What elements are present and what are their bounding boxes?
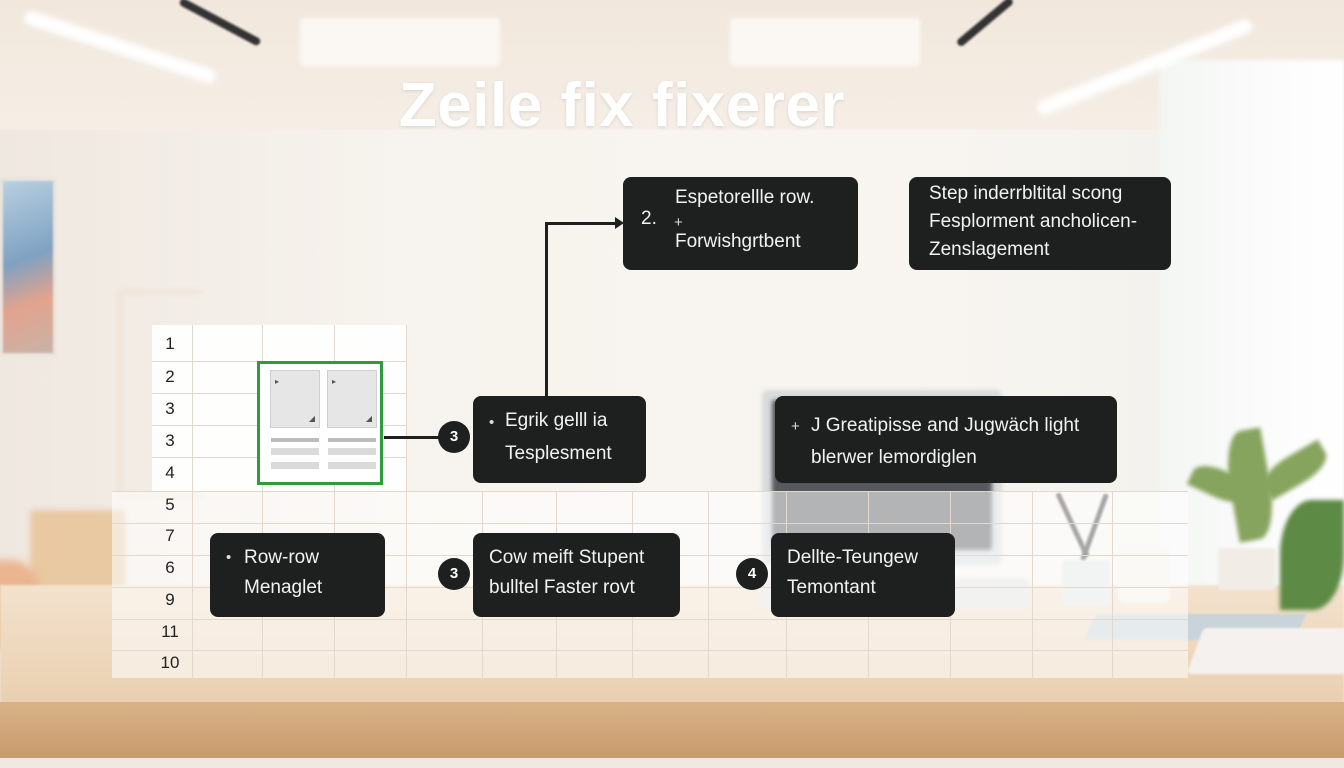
step-badge: 3 (438, 421, 470, 453)
callout-line: Espetorellle row. (675, 187, 815, 208)
callout-line: bulltel Faster rovt (489, 577, 635, 598)
callout-row-management: • Row-row Menaglet (210, 533, 385, 617)
grid-line (708, 491, 709, 678)
grid-line (1112, 491, 1113, 678)
floor (0, 758, 1344, 768)
row-number[interactable]: 11 (161, 622, 179, 641)
bullet-plus: + (674, 214, 683, 231)
preview-thumbnail: ▸ ◢ (270, 370, 320, 428)
callout-line: Tesplesment (505, 443, 612, 464)
row-number[interactable]: 1 (165, 334, 175, 353)
row-number[interactable]: 3 (165, 431, 175, 450)
preview-thumbnail: ▸ ◢ (327, 370, 377, 428)
notebook (1186, 628, 1344, 674)
callout-line: blerwer lemordiglen (811, 447, 977, 468)
callout-step-3: • Egrik gelll ia Tesplesment (473, 396, 646, 483)
page-title: Zeile fix fixerer (0, 70, 1124, 141)
preview-bar (271, 438, 319, 442)
grid-line (406, 325, 407, 678)
callout-line: Cow meift Stupent (489, 547, 645, 568)
callout-line: J Greatipisse and Jugwäch light (811, 415, 1080, 436)
preview-bar (328, 462, 376, 469)
row-number[interactable]: 10 (160, 653, 180, 672)
row-number[interactable]: 7 (165, 526, 175, 545)
callout-step-info: Step inderrbltital scong Fesplorment anc… (909, 177, 1171, 270)
ceiling-panel (300, 18, 500, 66)
connector-line (384, 436, 440, 439)
plant-leaf (1280, 500, 1344, 610)
grid-line (334, 325, 335, 678)
grid-line (192, 325, 193, 678)
arrow-right-icon (615, 217, 624, 229)
callout-line: Egrik gelll ia (505, 410, 608, 431)
row-number[interactable]: 2 (165, 367, 175, 386)
wall-painting (0, 178, 56, 356)
step-number: 2. (641, 208, 657, 229)
row-number[interactable]: 4 (165, 463, 175, 482)
bullet-dot: • (489, 414, 495, 431)
callout-line: Step inderrbltital scong (929, 183, 1123, 204)
preview-bar (328, 448, 376, 455)
row-number[interactable]: 5 (165, 495, 175, 514)
connector-line (545, 222, 617, 225)
grid-line (112, 619, 1188, 620)
step-badge: 4 (736, 558, 768, 590)
grid-line (112, 523, 1188, 524)
plant-pot (1218, 548, 1276, 590)
grid-line (1032, 491, 1033, 678)
row-number[interactable]: 3 (165, 399, 175, 418)
resize-icon: ◢ (365, 414, 372, 423)
callout-line: Fesplorment ancholicen- (929, 211, 1138, 232)
connector-line (545, 222, 548, 398)
callout-line: Zenslagement (929, 239, 1050, 260)
callout-step-4: Dellte-Teungew Temontant (771, 533, 955, 617)
preview-bar (328, 438, 376, 442)
callout-line: Forwishgrtbent (675, 231, 801, 252)
grid-line (112, 650, 1188, 651)
grid-line (262, 325, 263, 678)
step-badge: 3 (438, 558, 470, 590)
callout-highlight: + J Greatipisse and Jugwäch light blerwe… (775, 396, 1117, 483)
callout-step-2: 2. + Espetorellle row. Forwishgrtbent (623, 177, 858, 270)
bullet-dot: • (226, 549, 232, 566)
pointer-icon: ▸ (332, 377, 337, 386)
callout-line: Menaglet (244, 577, 323, 598)
grid-line (112, 491, 1188, 492)
callout-line: Dellte-Teungew (787, 547, 918, 568)
row-number[interactable]: 9 (165, 590, 175, 609)
resize-icon: ◢ (308, 414, 315, 423)
bullet-plus: + (791, 418, 800, 435)
page-title-text: Zeile fix fixerer (398, 71, 846, 140)
selected-cell-range[interactable]: ▸ ◢ ▸ ◢ (257, 361, 383, 485)
callout-line: Temontant (787, 577, 876, 598)
row-number[interactable]: 6 (165, 558, 175, 577)
callout-line: Row-row (244, 547, 319, 568)
ceiling-panel (730, 18, 920, 66)
preview-bar (271, 448, 319, 455)
preview-bar (271, 462, 319, 469)
pointer-icon: ▸ (275, 377, 280, 386)
callout-step-3b: Cow meift Stupent bulltel Faster rovt (473, 533, 680, 617)
desk-edge (0, 702, 1344, 760)
